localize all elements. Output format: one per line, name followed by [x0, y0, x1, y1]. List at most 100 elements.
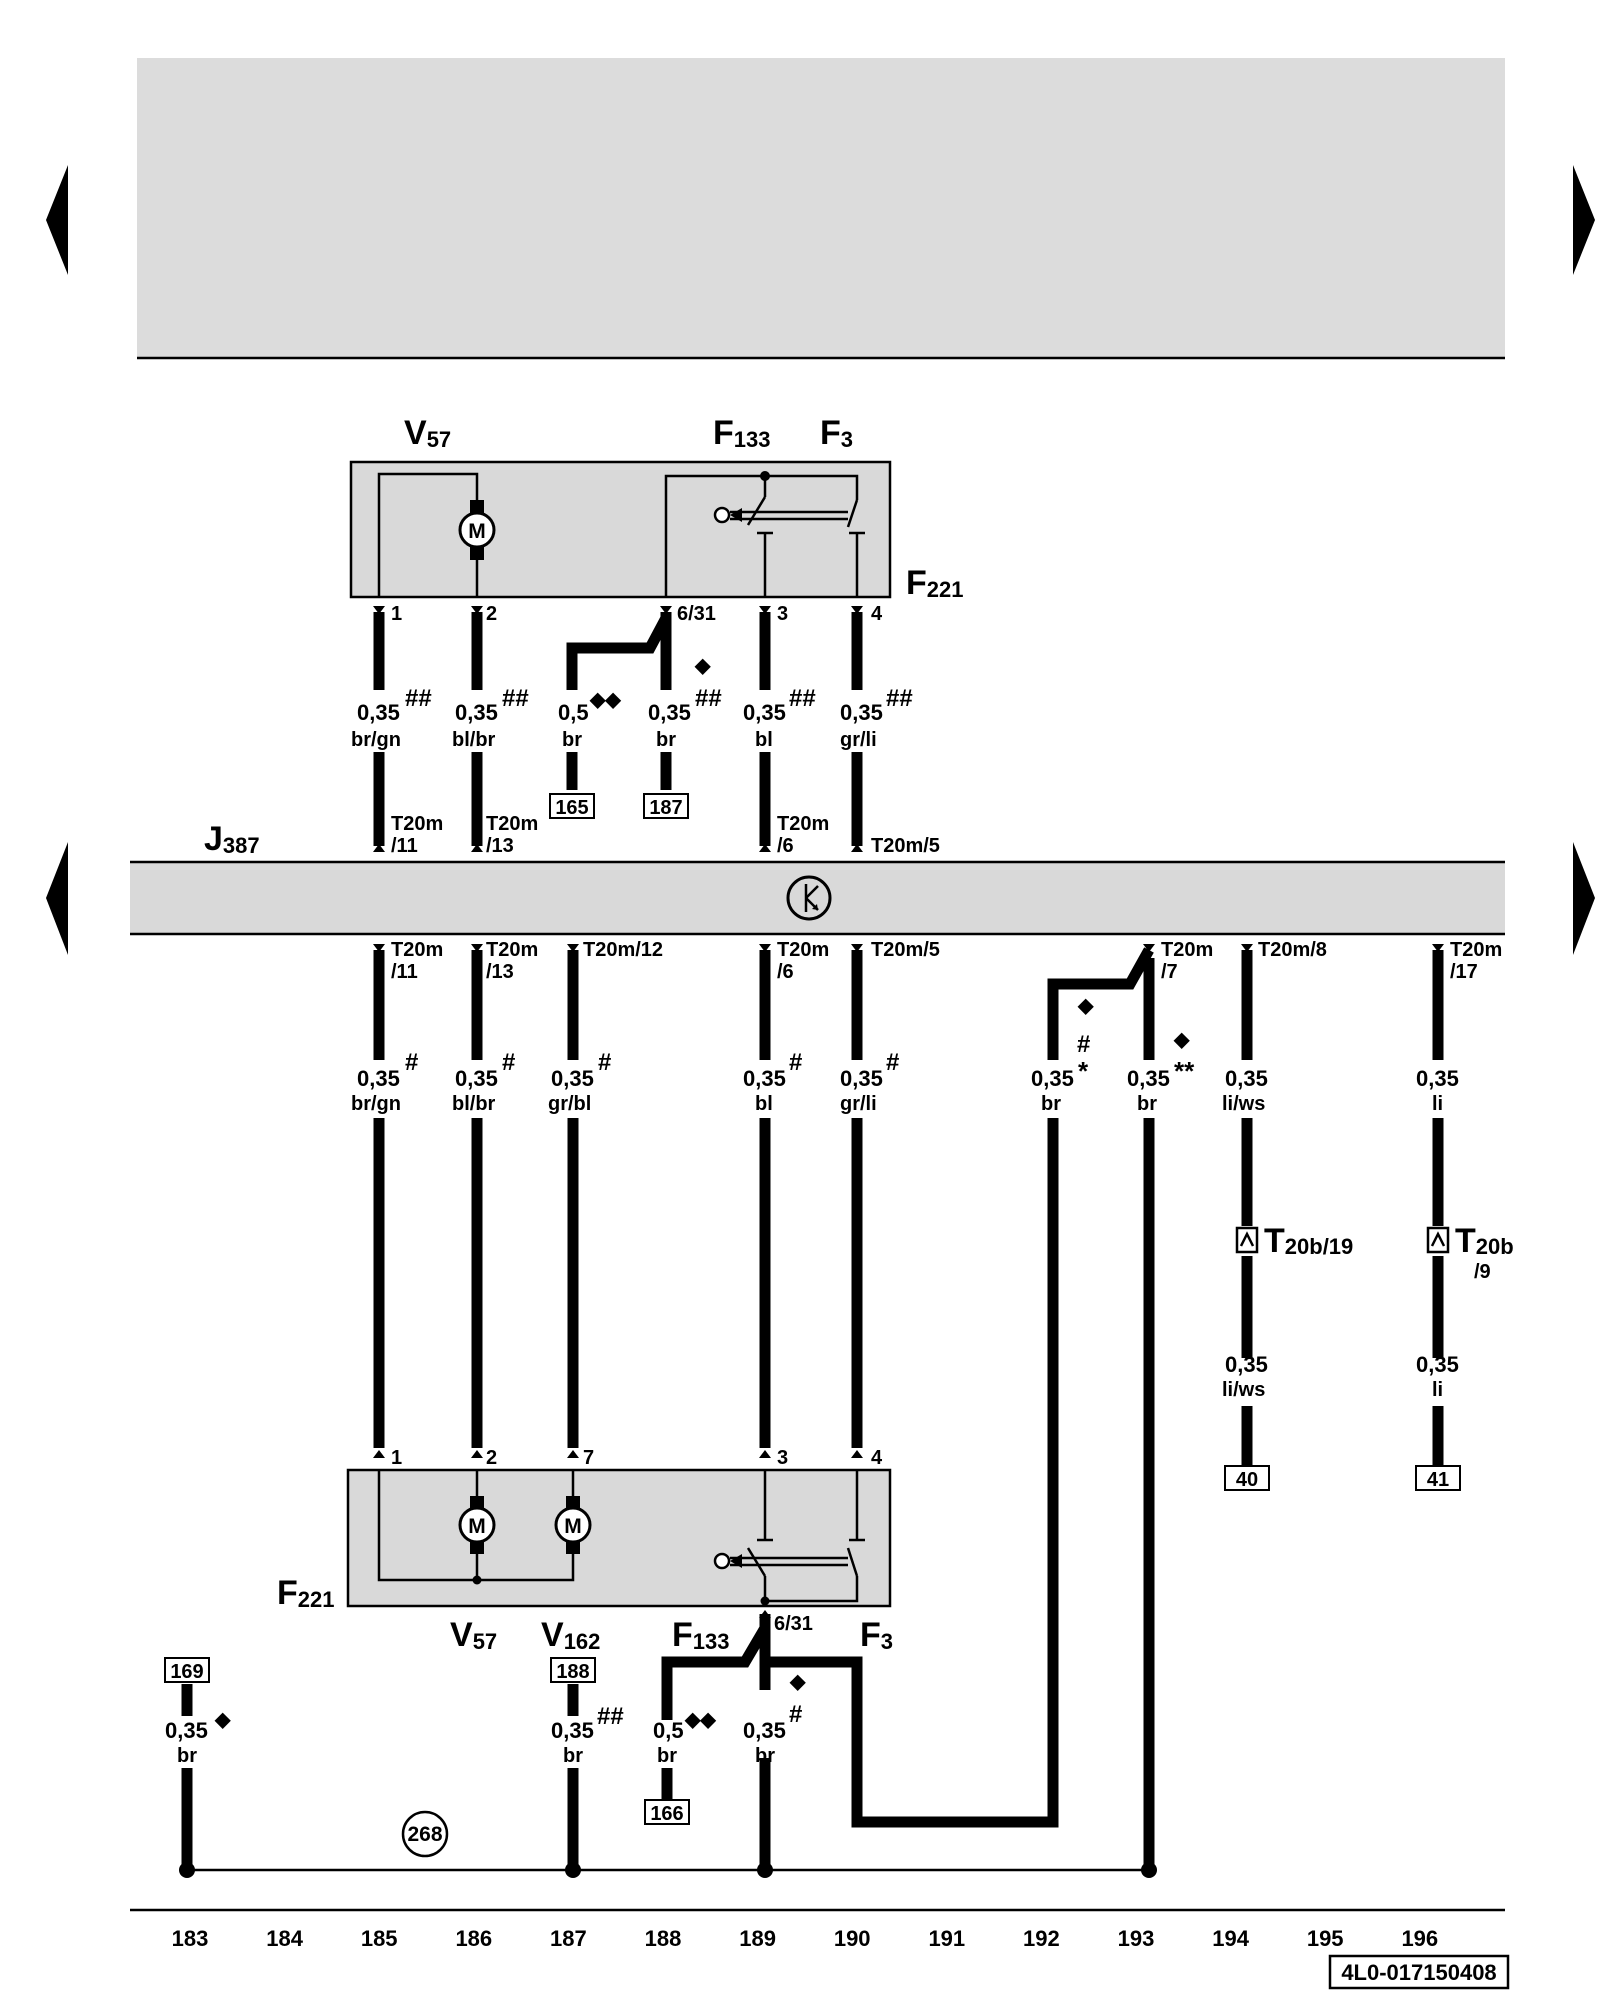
label-v57-bottom: V57 [450, 1616, 497, 1654]
svg-text:0,35: 0,35 [1416, 1352, 1459, 1377]
svg-text:0,5: 0,5 [558, 700, 589, 725]
svg-text:0,35: 0,35 [1416, 1066, 1459, 1091]
top-switch-f133-f3 [664, 471, 865, 597]
inline-connector-t20b-19: T20b/19 [1235, 1222, 1353, 1260]
nav-next-arrow-top[interactable] [1573, 165, 1595, 275]
grid-number: 191 [928, 1926, 965, 1951]
svg-text:/13: /13 [486, 835, 514, 857]
svg-text:◆◆: ◆◆ [589, 689, 621, 711]
svg-text:bl/br: bl/br [452, 1093, 496, 1115]
svg-text:4L0-017150408: 4L0-017150408 [1341, 1960, 1496, 1985]
svg-text:#: # [886, 1049, 899, 1076]
top-module-box [349, 460, 892, 599]
svg-text:/6: /6 [777, 961, 794, 983]
svg-text:166: 166 [650, 1803, 683, 1825]
ref-box-187[interactable]: 187 [643, 793, 689, 819]
ref-box-41[interactable]: 41 [1415, 1465, 1461, 1491]
svg-text:0,35: 0,35 [165, 1718, 208, 1743]
grid-number: 185 [361, 1926, 398, 1951]
nav-next-arrow-mid[interactable] [1573, 842, 1595, 955]
nav-prev-arrow-top[interactable] [46, 165, 68, 275]
svg-text:6/31: 6/31 [774, 1613, 813, 1635]
top-pin-1: 1 [391, 603, 402, 625]
svg-text:br: br [755, 1745, 775, 1767]
header-panel [137, 58, 1505, 358]
svg-text:T20m/8: T20m/8 [1258, 939, 1327, 961]
svg-text:bl: bl [755, 1093, 773, 1115]
svg-text:◆: ◆ [694, 655, 711, 677]
ref-box-166[interactable]: 166 [644, 1799, 690, 1825]
svg-text:br/gn: br/gn [351, 729, 401, 751]
svg-text:0,35: 0,35 [455, 1066, 498, 1091]
svg-text:##: ## [597, 1703, 624, 1730]
svg-text:◆◆: ◆◆ [684, 1709, 716, 1731]
svg-text:**: ** [1174, 1056, 1195, 1086]
svg-text:#: # [789, 1701, 802, 1728]
grid-number: 186 [455, 1926, 492, 1951]
svg-text:li: li [1432, 1379, 1443, 1401]
nav-prev-arrow-mid[interactable] [46, 842, 68, 955]
top-wire-set [373, 612, 863, 846]
j387-top-connectors: T20m /11 T20m /13 T20m /6 T20m/5 [391, 813, 940, 857]
ground-point-268[interactable]: 268 [401, 1810, 449, 1858]
svg-text:M: M [564, 1515, 582, 1538]
grid-number: 192 [1023, 1926, 1060, 1951]
lower-right-wires: 0,35 li/ws 0,35 li [1222, 1352, 1459, 1401]
svg-text:##: ## [695, 685, 722, 712]
svg-text:/9: /9 [1474, 1261, 1491, 1283]
ref-box-188[interactable]: 188 [550, 1657, 596, 1683]
svg-text:br: br [657, 1745, 677, 1767]
top-pin-arrows [373, 606, 863, 614]
inline-connector-t20b-9: T20b /9 [1426, 1222, 1514, 1283]
svg-text:bl: bl [755, 729, 773, 751]
svg-text:T20m/5: T20m/5 [871, 939, 940, 961]
ref-box-169[interactable]: 169 [164, 1657, 210, 1683]
bottom-pin-arrows [373, 1450, 863, 1458]
svg-text:2: 2 [486, 1447, 497, 1469]
label-f3-bottom: F3 [860, 1616, 893, 1654]
label-f3-top: F3 [820, 414, 853, 452]
top-internal-motor-loop [377, 472, 479, 597]
grid-number: 190 [834, 1926, 871, 1951]
svg-text:M: M [468, 1515, 486, 1538]
svg-text:gr/li: gr/li [840, 1093, 877, 1115]
svg-text:br: br [562, 729, 582, 751]
ref-box-165[interactable]: 165 [549, 793, 595, 819]
svg-text:T20m: T20m [486, 939, 538, 961]
bottom-motor-v57: M [458, 1496, 496, 1554]
label-f221-top: F221 [906, 564, 964, 602]
electronic-unit-icon [786, 875, 832, 921]
svg-text:0,35: 0,35 [1127, 1066, 1170, 1091]
svg-text:br: br [1137, 1093, 1157, 1115]
svg-text:0,35: 0,35 [743, 1066, 786, 1091]
svg-text:3: 3 [777, 1447, 788, 1469]
svg-text:T20m: T20m [1450, 939, 1502, 961]
label-f133-top: F133 [713, 414, 771, 452]
svg-text:41: 41 [1427, 1469, 1449, 1491]
bottom-wire-set [181, 1610, 771, 1870]
svg-text:#: # [1077, 1031, 1090, 1058]
svg-text:0,35: 0,35 [551, 1066, 594, 1091]
top-motor-v57: M [458, 500, 496, 560]
svg-text:◆: ◆ [1173, 1029, 1190, 1051]
svg-text:0,35: 0,35 [840, 700, 883, 725]
top-pin-3: 3 [777, 603, 788, 625]
svg-text:0,5: 0,5 [653, 1718, 684, 1743]
svg-text:/13: /13 [486, 961, 514, 983]
top-pin-631: 6/31 [677, 603, 716, 625]
grid-number: 188 [645, 1926, 682, 1951]
svg-text:0,35: 0,35 [1031, 1066, 1074, 1091]
svg-text:0,35: 0,35 [357, 1066, 400, 1091]
j387-bottom-pin-arrows [373, 944, 1444, 952]
ref-box-40[interactable]: 40 [1224, 1465, 1270, 1491]
svg-text:187: 187 [649, 797, 682, 819]
diagram-id-box: 4L0-017150408 [1328, 1954, 1510, 1990]
svg-text:1: 1 [391, 1447, 402, 1469]
label-v57-top: V57 [404, 414, 451, 452]
svg-text:4: 4 [871, 1447, 883, 1469]
svg-text:0,35: 0,35 [1225, 1352, 1268, 1377]
label-f133-bottom: F133 [672, 1616, 730, 1654]
svg-text:T20m: T20m [391, 813, 443, 835]
